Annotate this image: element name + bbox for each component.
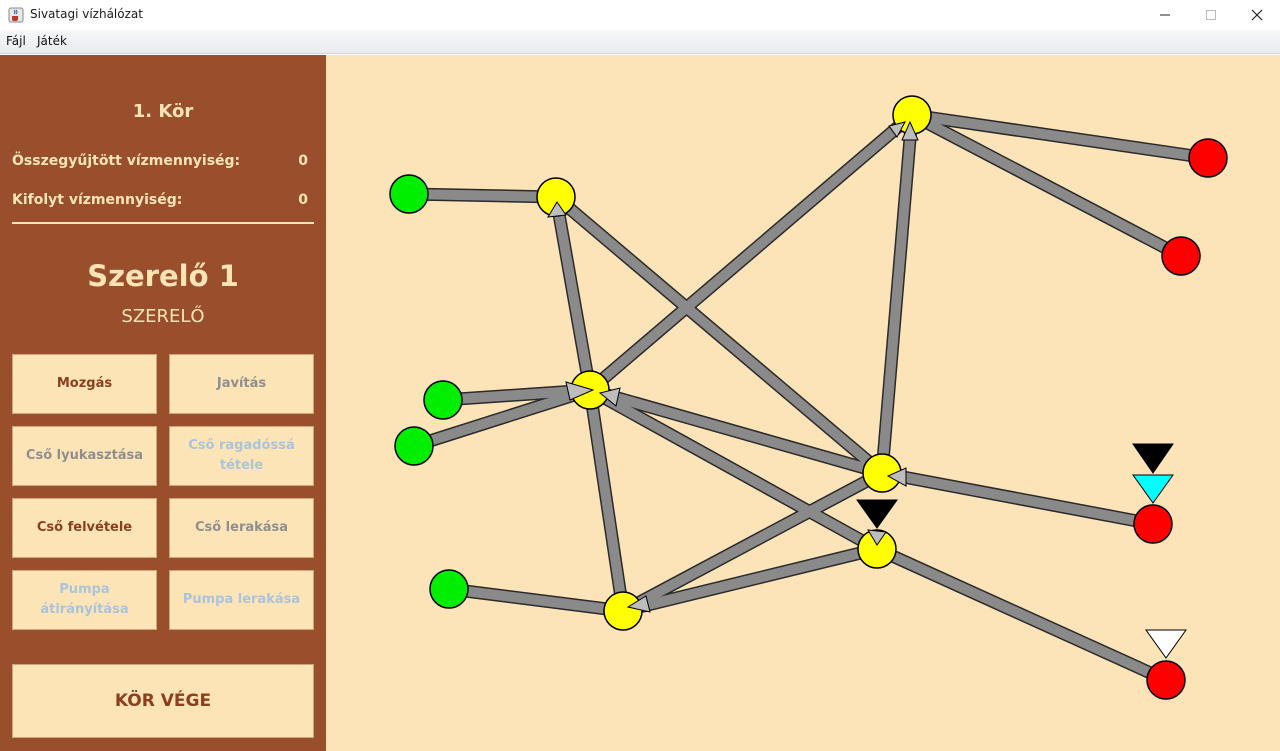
- pipe: [408, 189, 557, 202]
- leaked-water-label: Kifolyt vízmennyiség:: [12, 192, 183, 208]
- spring-node[interactable]: [389, 174, 429, 214]
- cistern-node[interactable]: [1146, 660, 1186, 700]
- pipe: [874, 544, 1169, 685]
- pipe: [911, 110, 1209, 163]
- pipe: [551, 196, 595, 391]
- move-button[interactable]: Mozgás: [12, 354, 157, 414]
- arrow-icon: [598, 387, 621, 407]
- pipe: [448, 584, 624, 616]
- arrow-icon: [565, 381, 595, 401]
- pump-node[interactable]: [603, 591, 643, 631]
- close-icon: [1251, 6, 1263, 25]
- cistern-node[interactable]: [1188, 138, 1228, 178]
- pipe: [587, 385, 880, 554]
- divider: [12, 222, 314, 224]
- saboteur-marker-icon: [1132, 474, 1174, 504]
- window-title: Sivatagi vízhálózat: [30, 7, 143, 21]
- pipe: [442, 385, 591, 405]
- arrow-icon: [547, 201, 567, 218]
- mechanic-marker-icon: [856, 499, 898, 529]
- spring-node[interactable]: [423, 380, 463, 420]
- puncture-pipe-button[interactable]: Cső lyukasztása: [12, 426, 157, 486]
- arrow-icon: [626, 595, 651, 613]
- round-title: 1. Kör: [132, 101, 194, 122]
- cisterns: [1133, 138, 1228, 700]
- minimize-button[interactable]: [1142, 0, 1188, 30]
- place-pipe-button[interactable]: Cső lerakása: [169, 498, 314, 558]
- pump-direction-arrows: [547, 120, 919, 613]
- player-markers: [856, 443, 1187, 659]
- mechanic-marker-icon: [1132, 443, 1174, 474]
- repair-button[interactable]: Javítás: [169, 354, 314, 414]
- pipe: [881, 468, 1154, 529]
- pipe: [552, 193, 886, 477]
- network-map[interactable]: [326, 55, 1280, 751]
- redirect-pump-button[interactable]: Pumpa átirányítása: [12, 570, 157, 630]
- leaked-water-value: 0: [298, 192, 308, 208]
- collected-water-label: Összegyűjtött vízmennyiség:: [12, 153, 241, 169]
- control-panel: 1. Kör Összegyűjtött vízmennyiség: 0 Kif…: [0, 55, 326, 751]
- pipe: [909, 110, 1184, 261]
- pipe: [621, 544, 879, 616]
- cistern-node[interactable]: [1161, 236, 1201, 276]
- arrow-icon: [901, 120, 919, 141]
- menu-bar: Fájl Játék: [0, 30, 1280, 54]
- pipe: [586, 111, 916, 394]
- arrow-icon: [886, 467, 907, 487]
- menu-file[interactable]: Fájl: [6, 34, 26, 48]
- game-board[interactable]: [326, 55, 1280, 751]
- cistern-node[interactable]: [1133, 504, 1173, 544]
- springs: [389, 174, 469, 609]
- player-role: SZERELŐ: [121, 306, 205, 327]
- minimize-icon: [1159, 6, 1171, 25]
- pipe: [588, 385, 884, 478]
- arrow-icon: [888, 121, 906, 138]
- pipe: [585, 389, 628, 612]
- maximize-icon: [1205, 6, 1217, 25]
- spring-node[interactable]: [429, 569, 469, 609]
- pick-up-pipe-button[interactable]: Cső felvétele: [12, 498, 157, 558]
- player-marker-icon: [1145, 629, 1187, 659]
- place-pump-button[interactable]: Pumpa lerakása: [169, 570, 314, 630]
- end-round-button[interactable]: KÖR VÉGE: [12, 664, 314, 738]
- pipe: [412, 385, 592, 451]
- title-bar: Sivatagi vízhálózat: [0, 0, 1280, 30]
- menu-game[interactable]: Játék: [37, 34, 67, 48]
- maximize-button[interactable]: [1188, 0, 1234, 30]
- spring-node[interactable]: [394, 426, 434, 466]
- player-name: Szerelő 1: [87, 259, 239, 293]
- close-button[interactable]: [1234, 0, 1280, 30]
- collected-water-value: 0: [298, 153, 308, 169]
- make-pipe-sticky-button[interactable]: Cső ragadóssá tétele: [169, 426, 314, 486]
- java-cup-icon: [8, 7, 24, 23]
- arrow-icon: [867, 529, 887, 546]
- pipes: [408, 108, 1209, 686]
- pump-node[interactable]: [857, 529, 897, 569]
- pipe: [620, 468, 885, 616]
- pipe: [877, 114, 917, 474]
- pumps: [536, 95, 932, 631]
